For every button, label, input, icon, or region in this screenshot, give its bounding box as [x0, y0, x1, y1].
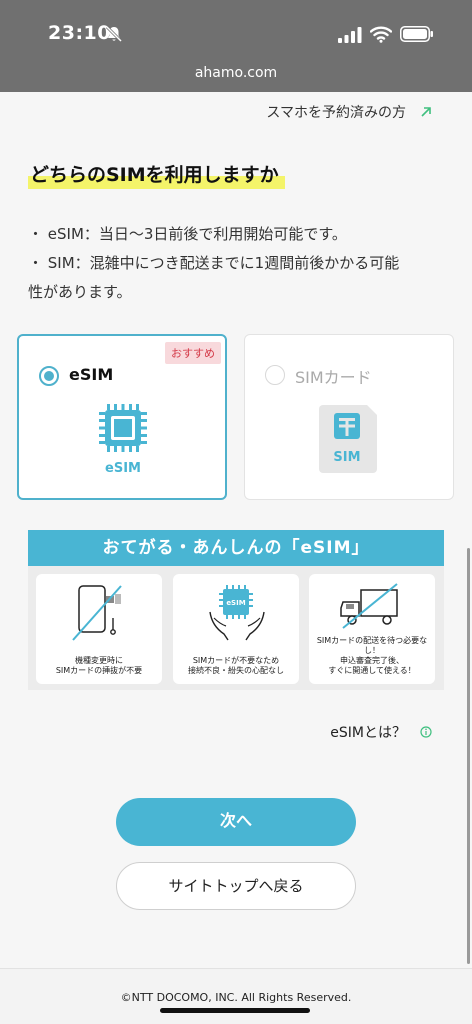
external-arrow-icon [421, 107, 431, 117]
page-title: どちらのSIMを利用しますか [28, 160, 285, 189]
what-is-esim-link[interactable]: eSIMとは？ [330, 722, 432, 742]
esim-hands-icon: eSIM [209, 585, 265, 641]
benefit-caption-3: SIMカードの配送を待つ必要なし！ 申込審査完了後、 すぐに開通して使える！ [316, 636, 428, 675]
note-sim: ・ SIM：混雑中につき配送までに1週間前後かかる可能 [28, 254, 400, 272]
url-bar[interactable]: ahamo.com [0, 58, 472, 92]
bell-slash-icon [105, 25, 123, 43]
next-button[interactable]: 次へ [116, 798, 356, 846]
benefit-panel-instant: SIMカードの配送を待つ必要なし！ 申込審査完了後、 すぐに開通して使える！ [309, 574, 435, 684]
battery-icon [400, 26, 433, 42]
truck-crossed-icon [340, 583, 398, 629]
reserved-smartphone-link[interactable]: スマホを予約済みの方 [266, 102, 432, 122]
sim-card-text: SIM [333, 450, 360, 465]
wifi-icon [370, 26, 392, 43]
scrollbar[interactable] [467, 548, 470, 964]
note-esim: ・ eSIM：当日〜3日前後で利用開始可能です。 [28, 225, 347, 243]
benefit-caption-2: SIMカードが不要なため 接続不良・紛失の心配なし [188, 656, 284, 675]
hands-chip-text: eSIM [226, 599, 245, 607]
status-time: 23:10 [48, 22, 111, 44]
esim-option-label: eSIM [69, 365, 114, 384]
reserved-link-label: スマホを予約済みの方 [266, 105, 406, 121]
home-indicator[interactable] [160, 1008, 310, 1013]
phone-sim-crossed-icon [72, 585, 122, 641]
note-sim-continued: 性があります。 [28, 283, 132, 301]
esim-radio[interactable] [39, 366, 59, 386]
esim-chip-icon: eSIM [99, 404, 147, 476]
back-to-top-button[interactable]: サイトトップへ戻る [116, 862, 356, 910]
benefit-panel-no-swap: 機種変更時に SIMカードの挿抜が不要 [36, 574, 162, 684]
status-bar: 23:10 [0, 0, 472, 58]
sim-radio[interactable] [265, 365, 285, 385]
banner-title: おてがる・あんしんの「eSIM」 [28, 530, 444, 566]
page-content: スマホを予約済みの方 どちらのSIMを利用しますか ・ eSIM：当日〜3日前後… [0, 92, 472, 968]
option-sim-card[interactable]: SIMカード SIM [244, 334, 454, 500]
option-esim-card[interactable]: eSIM おすすめ eSIM [17, 334, 227, 500]
copyright-text: ©NTT DOCOMO, INC. All Rights Reserved. [120, 991, 352, 1004]
benefit-panel-no-loss: eSIM SIMカードが不要なため 接続不良・紛失の心配なし [173, 574, 299, 684]
footer: ©NTT DOCOMO, INC. All Rights Reserved. [0, 968, 472, 1024]
benefit-caption-1: 機種変更時に SIMカードの挿抜が不要 [55, 656, 143, 675]
sim-option-label: SIMカード [295, 368, 372, 387]
url-text: ahamo.com [194, 65, 278, 81]
what-is-esim-label: eSIMとは？ [330, 725, 406, 741]
esim-chip-text: eSIM [105, 461, 141, 476]
info-icon [420, 726, 432, 738]
sim-notes: ・ eSIM：当日〜3日前後で利用開始可能です。 ・ SIM：混雑中につき配送ま… [28, 220, 448, 307]
recommended-badge: おすすめ [165, 342, 221, 364]
esim-benefit-banner: おてがる・あんしんの「eSIM」 機種変更時に SIMカードの挿抜が不要 [28, 530, 444, 690]
signal-icon [338, 27, 362, 43]
sim-card-icon: SIM [319, 405, 377, 473]
